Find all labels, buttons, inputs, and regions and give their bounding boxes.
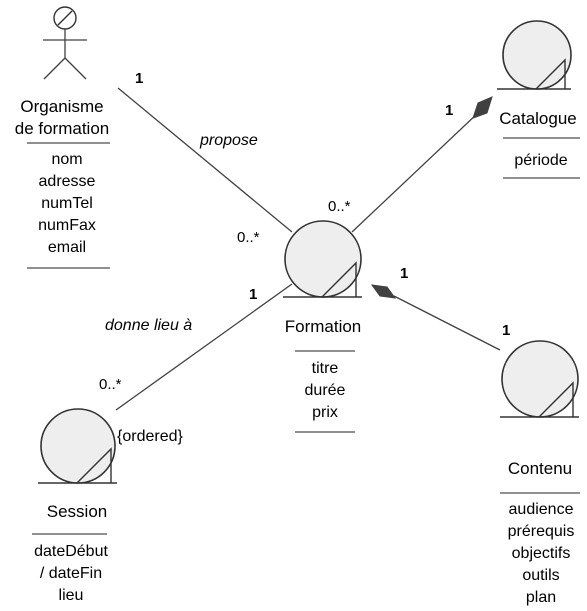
aggregation-formation-contenu-line	[393, 295, 501, 351]
session-attr-datefin: / dateFin	[40, 565, 102, 582]
class-session: Session dateDébut / dateFin lieu	[32, 408, 117, 604]
aggregation-diamond-catalogue	[472, 96, 493, 119]
contenu-attr-prerequis: prérequis	[508, 523, 575, 540]
actor-icon	[43, 6, 87, 80]
formation-attr-duree: durée	[305, 382, 346, 399]
session-attr-datedebut: dateDébut	[34, 543, 108, 560]
organisme-attr-numtel: numTel	[41, 195, 93, 212]
contenu-name: Contenu	[508, 459, 572, 478]
aggregation-diamond-formation	[370, 284, 397, 299]
organisme-name-line-2: de formation	[15, 119, 110, 138]
class-formation: Formation titre durée prix	[283, 220, 362, 433]
session-name: Session	[47, 502, 107, 521]
organisme-attr-email: email	[48, 239, 86, 256]
association-label-propose: propose	[199, 132, 258, 149]
contenu-attr-plan: plan	[526, 589, 556, 606]
multiplicity-contenu: 1	[502, 322, 510, 339]
entity-icon	[38, 408, 117, 484]
entity-icon	[500, 340, 579, 418]
organisme-attr-nom: nom	[51, 151, 82, 168]
session-attr-lieu: lieu	[59, 587, 84, 604]
formation-attr-prix: prix	[312, 404, 338, 421]
multiplicity-formation-propose: 0..*	[237, 229, 260, 246]
class-contenu: Contenu audience prérequis objectifs out…	[500, 340, 580, 606]
formation-attr-titre: titre	[312, 360, 339, 377]
organisme-attr-adresse: adresse	[39, 173, 96, 190]
aggregation-catalogue-formation-line	[351, 111, 480, 233]
contenu-attr-audience: audience	[509, 501, 574, 518]
entity-icon	[283, 220, 362, 298]
multiplicity-session: 0..*	[99, 376, 122, 393]
multiplicity-formation-donne-lieu: 1	[249, 286, 257, 303]
association-label-donne-lieu: donne lieu à	[105, 317, 192, 334]
organisme-attr-numfax: numFax	[38, 217, 96, 234]
association-donne-lieu-line	[115, 283, 293, 411]
contenu-attr-outils: outils	[522, 567, 559, 584]
multiplicity-catalogue: 1	[445, 102, 453, 119]
multiplicity-formation-catalogue: 0..*	[328, 198, 351, 215]
class-organisme: Organisme de formation nom adresse numTe…	[15, 6, 110, 269]
multiplicity-organisme-propose: 1	[135, 70, 143, 87]
formation-name: Formation	[285, 317, 362, 336]
constraint-ordered: {ordered}	[117, 428, 183, 445]
catalogue-name: Catalogue	[499, 109, 577, 128]
contenu-attr-objectifs: objectifs	[512, 545, 571, 562]
catalogue-attr-periode: période	[514, 152, 567, 169]
multiplicity-formation-contenu: 1	[400, 265, 408, 282]
association-propose-line	[117, 87, 293, 233]
entity-icon	[497, 20, 572, 90]
organisme-name-line-1: Organisme	[20, 97, 103, 116]
class-catalogue: Catalogue période	[497, 20, 580, 179]
